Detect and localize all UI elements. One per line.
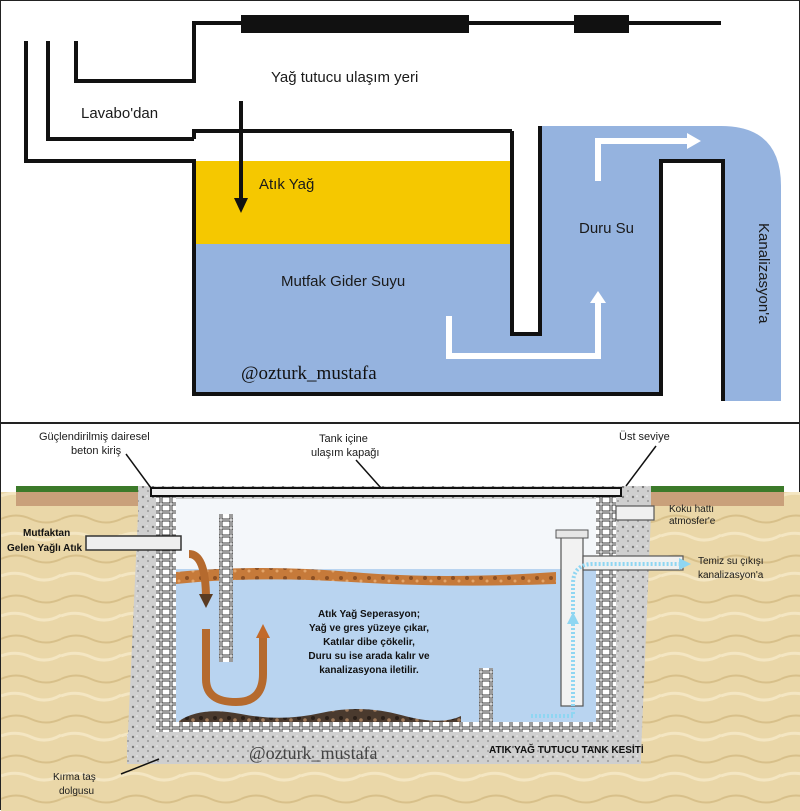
inlet-label-line1: Mutfaktan: [23, 528, 70, 539]
inlet-baffle: [219, 514, 233, 662]
odor-pipe: [615, 505, 655, 521]
watermark-bottom: @ozturk_mustafa: [249, 743, 378, 763]
oil-flow-arrow: [234, 131, 248, 213]
inlet-pipe: [85, 535, 182, 551]
outlet-label-line1: Temiz su çıkışı: [698, 556, 764, 567]
access-cover-right: [574, 15, 629, 33]
sewer-label: Kanalizasyon'a: [755, 223, 772, 324]
beam-label-line1: Güçlendirilmiş dairesel: [39, 431, 150, 443]
separation-description: Atık Yağ Seperasyon; Yağ ve gres yüzeye …: [308, 609, 430, 676]
outlet-label-line2: kanalizasyon'a: [698, 570, 764, 581]
fill-label-line2: dolgusu: [59, 786, 94, 797]
grass-strip-right: [599, 486, 784, 492]
bottom-diagram-panel: Güçlendirilmiş dairesel beton kiriş Tank…: [0, 423, 800, 811]
topsoil-left: [16, 492, 138, 506]
tank-water: [176, 569, 596, 722]
clean-water-flow-arrow: [531, 562, 681, 718]
waste-up-arrowhead: [256, 624, 270, 638]
up-arrowhead: [590, 291, 606, 303]
desc-line5: kanalizasyona iletilir.: [319, 665, 419, 676]
cover-label-line1: Tank içine: [319, 433, 368, 445]
desc-line1: Atık Yağ Seperasyon;: [318, 609, 420, 620]
topsoil-right: [651, 492, 784, 506]
top-level-label: Üst seviye: [619, 431, 670, 443]
sludge-layer: [179, 708, 461, 722]
clean-water-arrowhead-right: [679, 558, 691, 570]
right-arrowhead: [687, 133, 701, 149]
grease-layer: [176, 568, 556, 586]
grass-strip-left: [16, 486, 138, 492]
access-label: Yağ tutucu ulaşım yeri: [271, 69, 418, 86]
clean-water-arrowhead-up: [567, 612, 579, 624]
tank-cover: [150, 487, 622, 497]
cover-label-line2: ulaşım kapağı: [311, 447, 379, 459]
desc-line3: Katılar dibe çökelir,: [323, 637, 415, 648]
top-diagram-panel: Yağ tutucu ulaşım yeri Lavabo'dan Atık Y…: [0, 0, 800, 423]
kitchen-water-label: Mutfak Gider Suyu: [281, 273, 405, 290]
tank-floor: [156, 722, 616, 732]
kitchen-water-layer: [194, 244, 512, 394]
odor-label-line2: atmosfer'e: [669, 516, 716, 527]
tank-cross-section: Güçlendirilmiş dairesel beton kiriş Tank…: [1, 431, 800, 811]
access-cover-left: [241, 15, 469, 33]
clear-water-flow-arrow: [446, 138, 689, 359]
gravel-bottom: [127, 734, 641, 764]
oil-label: Atık Yağ: [259, 176, 314, 193]
grease-trap-schematic: Yağ tutucu ulaşım yeri Lavabo'dan Atık Y…: [24, 15, 781, 401]
watermark-top: @ozturk_mustafa: [241, 363, 377, 384]
waste-down-arrowhead: [199, 594, 213, 608]
sink-label: Lavabo'dan: [81, 105, 158, 122]
desc-line2: Yağ ve gres yüzeye çıkar,: [309, 623, 429, 634]
beam-label-line2: beton kiriş: [71, 445, 122, 457]
tank-right-wall: [596, 496, 616, 728]
section-title: ATIK YAĞ TUTUCU TANK KESİTİ: [489, 743, 644, 756]
odor-label-line1: Koku hattı: [669, 504, 714, 515]
leader-lines: [120, 445, 657, 775]
oil-layer: [194, 161, 512, 244]
fill-label-line1: Kırma taş: [53, 772, 96, 783]
clear-water-label: Duru Su: [579, 220, 634, 237]
tank-left-wall: [156, 496, 176, 728]
mid-baffle: [479, 668, 493, 724]
outlet-pipe-cap: [555, 529, 589, 539]
waste-flow-curve: [188, 550, 267, 707]
tank-air: [176, 499, 596, 569]
inlet-label-line2: Gelen Yağlı Atık: [7, 543, 82, 554]
desc-line4: Duru su ise arada kalır ve: [308, 651, 430, 662]
